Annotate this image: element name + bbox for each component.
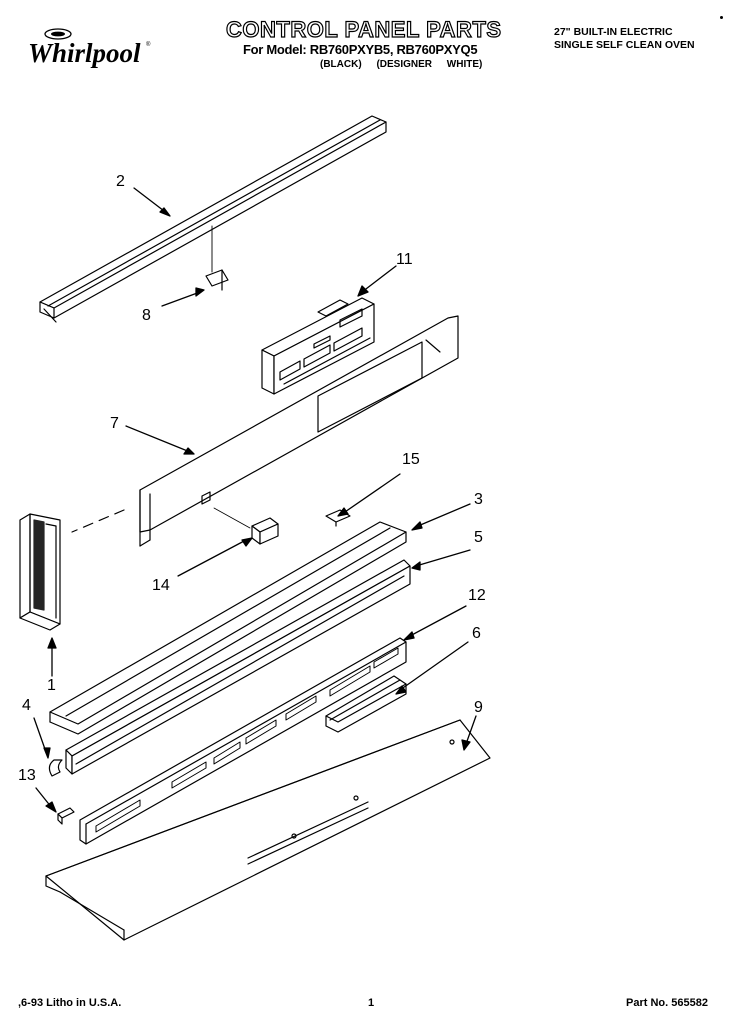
callout-8: 8 [142,307,151,324]
part-14-connector [213,507,279,545]
part-9-bottom-tray [45,719,491,941]
callout-13: 13 [18,767,36,784]
callout-12: 12 [468,587,486,604]
variant-black: (BLACK) [320,59,362,70]
product-line-2: SINGLE SELF CLEAN OVEN [554,39,695,51]
callout-5: 5 [474,529,483,546]
callout-6: 6 [472,625,481,642]
callout-4: 4 [22,697,31,714]
corner-dot [720,16,723,19]
footer-part-number: Part No. 565582 [626,997,708,1009]
part-8-clip [205,225,229,291]
callout-numbers: 2 8 11 7 15 3 5 14 1 12 6 4 9 13 [18,173,486,784]
part-5-trim-strip [65,559,411,775]
part-2-top-trim [39,115,387,323]
callout-15: 15 [402,451,420,468]
variant-white: (DESIGNER WHITE) [376,59,483,70]
part-13-clip [57,807,75,825]
callout-9: 9 [474,699,483,716]
whirlpool-logo: Whirlpool ® [28,28,151,68]
part-11-control-panel [261,297,375,395]
callout-2: 2 [116,173,125,190]
callout-7: 7 [110,415,119,432]
product-description: 27" BUILT-IN ELECTRIC SINGLE SELF CLEAN … [554,26,695,52]
callout-11: 11 [396,251,413,268]
part-12-vent-bracket [79,637,407,845]
svg-text:®: ® [146,41,151,48]
part-6-rear-strip [325,675,407,733]
part-3-lower-trim [49,521,407,735]
part-7-panel-backing [71,315,459,547]
product-line-1: 27" BUILT-IN ELECTRIC [554,26,673,38]
page-title: CONTROL PANEL PARTS [225,16,502,42]
model-line: For Model: RB760PXYB5, RB760PXYQ5 [243,42,478,57]
part-1-side-bracket [19,513,61,631]
footer-page-number: 1 [368,997,375,1009]
svg-text:Whirlpool: Whirlpool [28,38,141,68]
color-variants: (BLACK) (DESIGNER WHITE) [320,59,482,70]
callout-3: 3 [474,491,483,508]
callout-14: 14 [152,577,170,594]
footer-litho: ,6-93 Litho in U.S.A. [18,997,122,1009]
part-4-clip [48,759,63,777]
callout-1: 1 [47,677,56,694]
callout-leaders [33,187,477,813]
